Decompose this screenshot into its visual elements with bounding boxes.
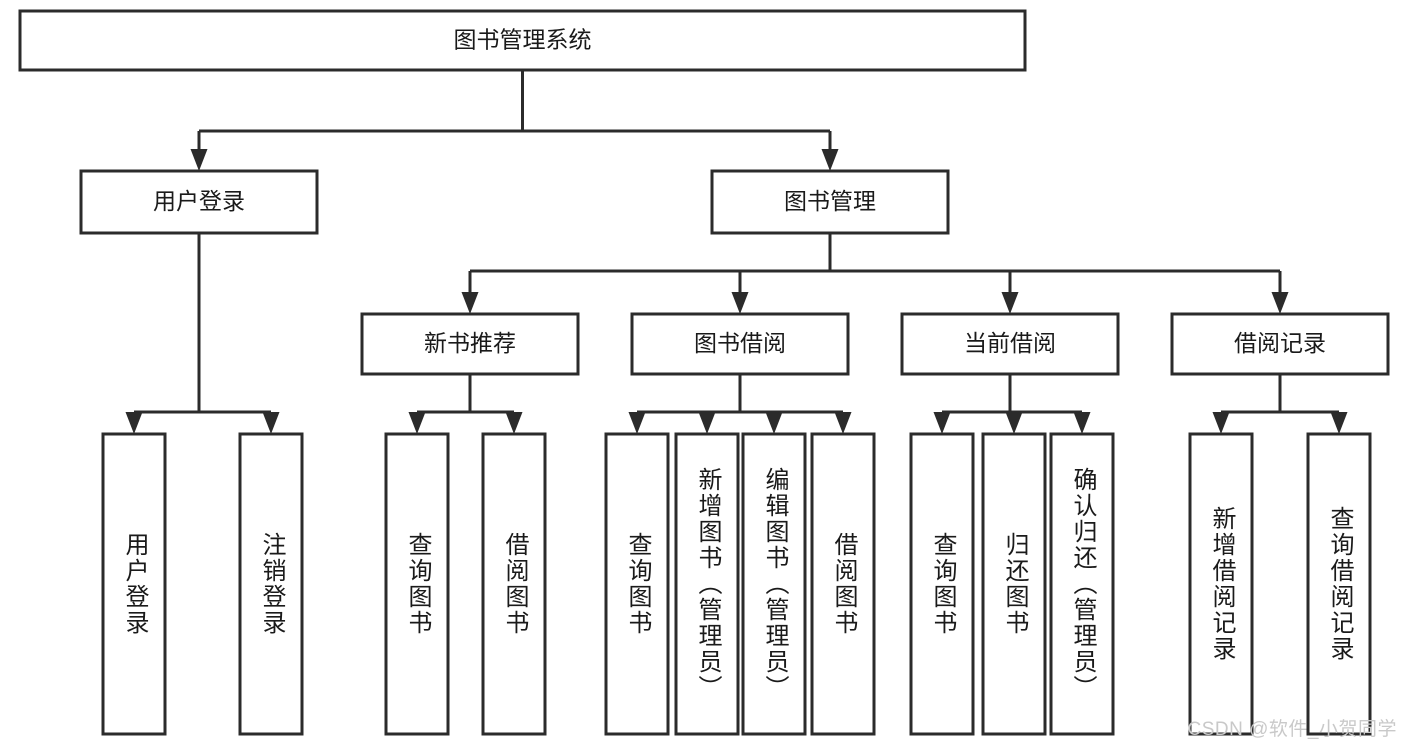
arrow-to-leaf-2-0-head [628,412,646,434]
node-leaf-1[interactable] [238,432,304,736]
node-leaf-2[interactable] [384,432,450,736]
arrow-to-leaf-0-1-head [262,412,280,434]
arrow-to-leaf-1-1-head [505,412,523,434]
arrow-to-leaf-3-0-head [933,412,951,434]
arrow-to-level3-0-head [461,292,479,314]
node-level3-0[interactable] [360,312,580,376]
node-level3-label-2: 当前借阅 [964,330,1056,356]
arrow-to-leaf-4-0-head [1212,412,1230,434]
node-leaf-5[interactable] [674,432,740,736]
arrow-to-level2-1-head [821,149,839,171]
node-level2-1[interactable] [710,169,950,235]
arrow-to-leaf-3-2-head [1073,412,1091,434]
node-level3-label-0: 新书推荐 [424,330,516,356]
node-root-label: 图书管理系统 [454,27,592,53]
arrow-to-leaf-2-2-head [765,412,783,434]
node-leaf-7[interactable] [810,432,876,736]
node-level2-label-1: 图书管理 [784,188,876,214]
node-level2-label-0: 用户登录 [153,188,245,214]
arrow-to-leaf-0-0-head [125,412,143,434]
node-level3-1[interactable] [630,312,850,376]
arrow-to-level2-0-head [190,149,208,171]
arrow-to-leaf-2-1-head [698,412,716,434]
node-leaf-4[interactable] [604,432,670,736]
arrow-to-level3-3-head [1271,292,1289,314]
node-level3-2[interactable] [900,312,1120,376]
node-leaf-3[interactable] [481,432,547,736]
arrow-to-leaf-2-3-head [834,412,852,434]
node-leaf-8[interactable] [909,432,975,736]
arrow-to-level3-2-head [1001,292,1019,314]
node-leaf-10[interactable] [1049,432,1115,736]
arrow-to-leaf-4-1-head [1330,412,1348,434]
node-level3-label-1: 图书借阅 [694,330,786,356]
node-leaf-6[interactable] [741,432,807,736]
connectors-layer [125,70,1348,434]
node-level2-0[interactable] [79,169,319,235]
node-leaf-11[interactable] [1188,432,1254,736]
node-level3-3[interactable] [1170,312,1390,376]
arrow-to-leaf-3-1-head [1005,412,1023,434]
node-leaf-12[interactable] [1306,432,1372,736]
node-leaf-0[interactable] [101,432,167,736]
arrow-to-level3-1-head [731,292,749,314]
node-level3-label-3: 借阅记录 [1234,330,1326,356]
node-root[interactable] [18,9,1027,72]
watermark-text: CSDN @软件_小贺同学 [1187,719,1397,740]
node-leaf-9[interactable] [981,432,1047,736]
arrow-to-leaf-1-0-head [408,412,426,434]
